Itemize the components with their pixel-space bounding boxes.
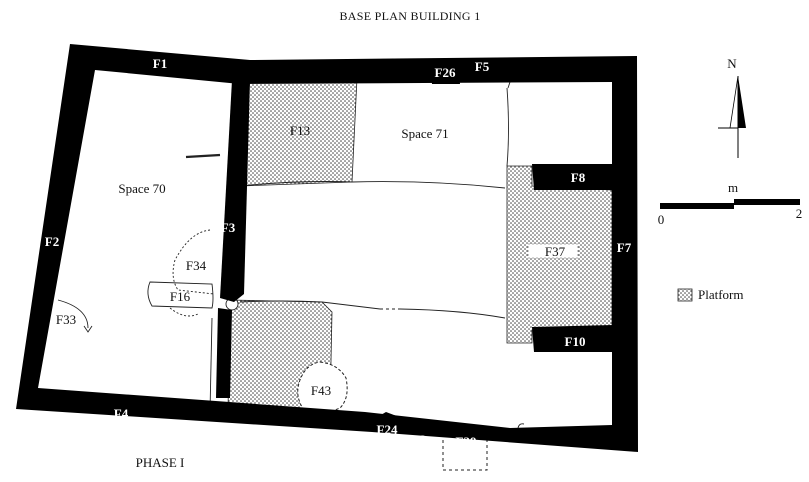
feature-label-f37: F37 bbox=[545, 244, 566, 259]
wall-f10 bbox=[532, 325, 614, 352]
scale-segment-2 bbox=[734, 199, 800, 205]
scale-segment-1 bbox=[660, 203, 734, 209]
scale-start: 0 bbox=[658, 212, 665, 227]
feature-label-f34: F34 bbox=[186, 258, 207, 273]
space-label-71: Space 71 bbox=[401, 126, 448, 141]
scale-end: 2 bbox=[796, 206, 803, 221]
space-label-70: Space 70 bbox=[118, 181, 165, 196]
wall-label-f5: F5 bbox=[475, 59, 490, 74]
phase-label: PHASE I bbox=[136, 455, 185, 470]
plan-title: BASE PLAN BUILDING 1 bbox=[340, 9, 481, 23]
feature-label-f43: F43 bbox=[311, 383, 331, 398]
feature-f34-outline bbox=[172, 229, 215, 295]
wall-label-f26: F26 bbox=[435, 65, 456, 80]
feature-label-f33: F33 bbox=[56, 312, 76, 327]
feature-f33-arrow bbox=[83, 325, 93, 333]
wall-label-f2: F2 bbox=[45, 234, 59, 249]
wall-label-f6: F6 bbox=[411, 432, 426, 447]
feature-f16-dash bbox=[169, 307, 199, 317]
feature-label-f16: F16 bbox=[170, 289, 191, 304]
wall-label-f10: F10 bbox=[565, 334, 586, 349]
north-arrow-head bbox=[738, 76, 746, 128]
wall-f3-lower bbox=[216, 308, 232, 398]
wall-label-f7: F7 bbox=[617, 240, 632, 255]
feature-f33-arc bbox=[57, 299, 89, 329]
wall-f8 bbox=[532, 164, 614, 190]
wall-label-f8: F8 bbox=[571, 170, 586, 185]
feature-f16-outline bbox=[147, 281, 214, 309]
feature-f39-outline bbox=[442, 428, 488, 471]
outer-walls bbox=[16, 44, 638, 452]
wall-f24 bbox=[372, 412, 404, 430]
legend-swatch bbox=[677, 288, 693, 302]
wall-f26 bbox=[430, 64, 460, 84]
feature-label-f13: F13 bbox=[290, 123, 310, 138]
scale-unit: m bbox=[728, 180, 738, 195]
north-label: N bbox=[727, 56, 737, 71]
legend-label: Platform bbox=[698, 287, 744, 302]
wall-f3 bbox=[220, 80, 250, 302]
wall-label-f1: F1 bbox=[153, 56, 167, 71]
feature-f37-box bbox=[527, 243, 579, 259]
wall-label-f24: F24 bbox=[377, 422, 398, 437]
wall-label-f39: F39 bbox=[456, 434, 477, 449]
walls bbox=[16, 44, 638, 452]
north-arrow-half bbox=[729, 75, 739, 129]
scale-bar: m 0 2 bbox=[658, 180, 803, 227]
wall-label-f4: F4 bbox=[114, 406, 129, 421]
legend: Platform bbox=[677, 287, 744, 302]
wall-label-f3: F3 bbox=[221, 220, 236, 235]
north-arrow: N bbox=[718, 56, 746, 158]
